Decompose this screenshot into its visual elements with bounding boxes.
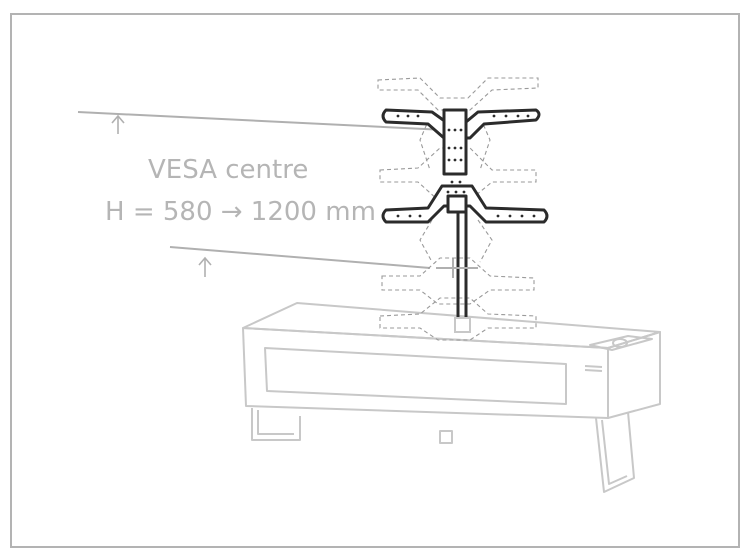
outer-border [10, 13, 740, 548]
cabinet-front [242, 327, 609, 419]
bracket-top [381, 108, 541, 176]
dimension-line-top [77, 111, 446, 131]
cabinet-front-panel [264, 347, 567, 405]
cabinet-leg-right-inner [601, 419, 628, 485]
arrow-up-icon-lower [198, 256, 212, 277]
cabinet-centre-foot [439, 430, 453, 444]
control-knob-icon [612, 338, 628, 348]
cabinet-leg-right [595, 411, 635, 493]
tv-cabinet [242, 302, 661, 493]
cabinet-leg-left-inner [257, 410, 294, 435]
mount-column [456, 200, 468, 330]
control-strip-2 [584, 369, 603, 372]
cabinet-top [242, 302, 661, 349]
dimension-line-bottom [169, 246, 431, 269]
bracket-holes [396, 114, 536, 218]
cabinet-leg-left [251, 408, 301, 441]
dimension-lines [77, 111, 470, 278]
vesa-label-line1: VESA centre [148, 155, 308, 185]
control-strip [584, 365, 603, 368]
vesa-label-line2: H = 580 → 1200 mm [105, 197, 376, 227]
bracket-bottom [381, 184, 549, 224]
arrow-up-icon [111, 114, 125, 134]
column-base-sleeve [454, 317, 471, 333]
